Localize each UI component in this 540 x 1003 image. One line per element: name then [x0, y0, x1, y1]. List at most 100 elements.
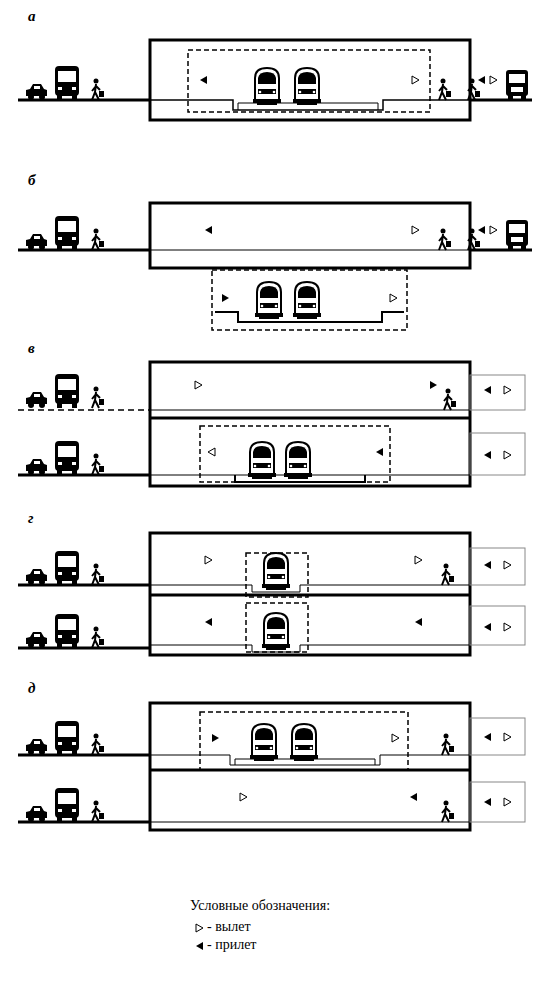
scheme-b-bus-icon: [55, 216, 79, 250]
legend-entry: - вылет: [207, 919, 251, 935]
scheme-a-bus-icon: [55, 66, 79, 100]
scheme-d-bus-icon: [55, 721, 79, 755]
scheme-d-arr-icon: [410, 793, 417, 801]
scheme-g: [246, 553, 308, 597]
scheme-a: [150, 40, 470, 120]
scheme-b-truck-icon: [506, 220, 528, 250]
scheme-g: [246, 603, 308, 652]
scheme-g-dep-icon: [415, 556, 422, 564]
scheme-v: [150, 417, 470, 420]
scheme-v-bus-icon: [55, 441, 79, 475]
panel-letter: г: [28, 510, 34, 527]
scheme-d: [150, 703, 470, 830]
scheme-v-bus-icon: [55, 374, 79, 408]
scheme-v-arrR-icon: [430, 381, 437, 389]
scheme-d-taxi-icon: [26, 739, 47, 755]
scheme-v-arr-icon: [484, 386, 491, 394]
scheme-d: [470, 782, 525, 822]
scheme-g-train-icon: [262, 613, 290, 650]
scheme-v-taxi-icon: [26, 459, 47, 475]
scheme-v: [150, 362, 470, 486]
legend-heading: Условные обозначения:: [190, 898, 330, 914]
scheme-d-arrR-icon: [212, 734, 219, 742]
scheme-g: [470, 606, 525, 645]
scheme-g-bus-icon: [55, 551, 79, 585]
scheme-b: [18, 203, 532, 330]
scheme-b-dep-icon: [490, 226, 497, 234]
scheme-v: [18, 362, 525, 486]
scheme-a-taxi-icon: [26, 84, 47, 100]
scheme-d: [18, 821, 150, 824]
scheme-d-person-icon: [442, 801, 454, 823]
scheme-g-train-icon: [262, 553, 290, 590]
scheme-b-train-icon: [293, 282, 321, 319]
scheme-v-dep-icon: [195, 381, 202, 389]
scheme-b: [212, 270, 407, 330]
scheme-g-person-icon: [92, 564, 104, 586]
scheme-d-person-icon: [92, 801, 104, 823]
scheme-g-dep-icon: [205, 556, 212, 564]
panel-letter: в: [28, 340, 35, 357]
scheme-d-bus-icon: [55, 788, 79, 822]
legend-samples-arr-icon: [196, 942, 203, 950]
scheme-v-person-icon: [92, 454, 104, 476]
scheme-v-arr-icon: [376, 448, 383, 456]
scheme-v-train-icon: [284, 442, 312, 479]
legend-samples-dep-icon: [196, 924, 203, 932]
legend-samples: [196, 924, 203, 950]
panel-letter: д: [28, 680, 35, 697]
scheme-a-person-icon: [468, 79, 480, 101]
scheme-b: [150, 203, 470, 268]
scheme-b-dep-icon: [412, 226, 419, 234]
scheme-v-depL-icon: [208, 448, 215, 456]
scheme-a: [188, 50, 430, 112]
scheme-a-train-icon: [253, 68, 281, 105]
scheme-a: [18, 99, 150, 102]
scheme-d-dep-icon: [392, 734, 399, 742]
scheme-b-person-icon: [439, 229, 451, 251]
scheme-d-taxi-icon: [26, 806, 47, 822]
scheme-d: [200, 712, 408, 770]
scheme-b: [18, 249, 150, 252]
scheme-a-train-icon: [293, 68, 321, 105]
scheme-a-arr-icon: [478, 76, 485, 84]
scheme-g: [150, 594, 470, 597]
scheme-b-arr-icon: [205, 226, 212, 234]
scheme-v: [470, 375, 525, 410]
scheme-d-train-icon: [290, 724, 318, 761]
scheme-b-arr-icon: [478, 226, 485, 234]
scheme-g: [18, 647, 150, 650]
scheme-d: [18, 754, 150, 757]
scheme-g-arr-icon: [484, 623, 491, 631]
scheme-d: [18, 703, 525, 830]
scheme-v: [150, 410, 470, 411]
panel-letter: б: [28, 172, 36, 189]
scheme-g: [150, 533, 470, 655]
scheme-v-taxi-icon: [26, 392, 47, 408]
scheme-v-person-icon: [444, 389, 456, 411]
scheme-a-person-icon: [439, 79, 451, 101]
scheme-v: [200, 426, 390, 482]
scheme-a-dep-icon: [490, 76, 497, 84]
scheme-a-dep-icon: [412, 76, 419, 84]
scheme-d: [150, 822, 470, 823]
panel-letter: а: [28, 8, 36, 25]
scheme-d-dep-icon: [504, 798, 511, 806]
scheme-b-person-icon: [468, 229, 480, 251]
scheme-v-dep-icon: [504, 451, 511, 459]
scheme-a-person-icon: [92, 79, 104, 101]
scheme-v: [18, 474, 150, 477]
scheme-g: [18, 584, 150, 587]
scheme-d-dep-icon: [504, 733, 511, 741]
scheme-g-person-icon: [442, 564, 454, 586]
legend-entry: - прилет: [207, 937, 256, 953]
scheme-d-train-icon: [250, 724, 278, 761]
scheme-b-arrR-icon: [222, 294, 229, 302]
scheme-g-taxi-icon: [26, 569, 47, 585]
scheme-d-arr-icon: [484, 798, 491, 806]
scheme-v: [18, 409, 150, 411]
scheme-v: [470, 433, 525, 475]
scheme-a-truck-icon: [506, 70, 528, 100]
